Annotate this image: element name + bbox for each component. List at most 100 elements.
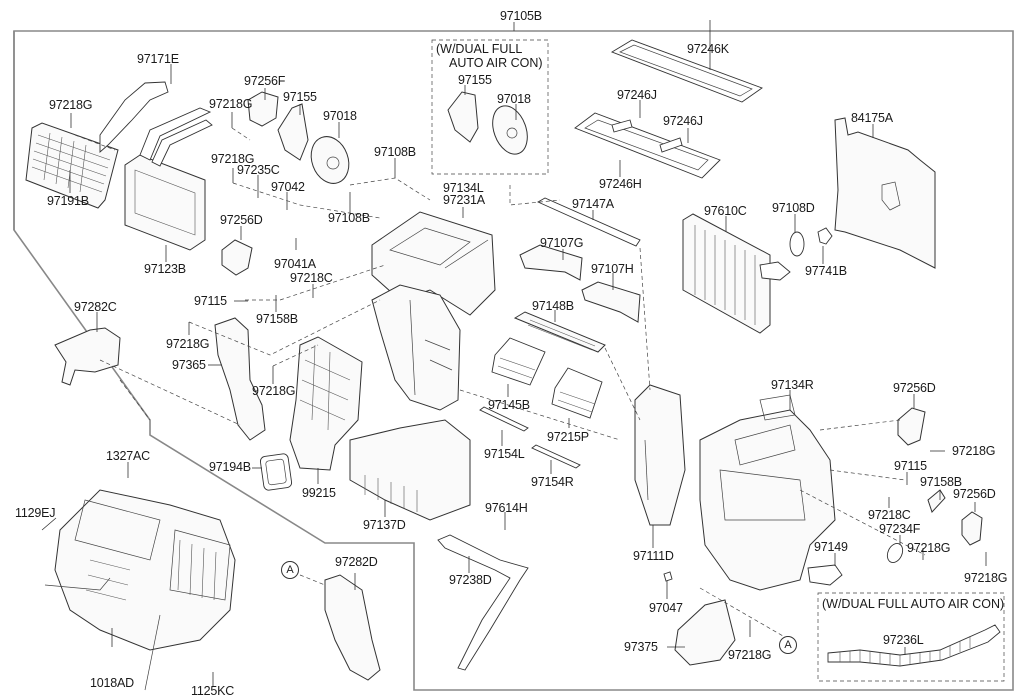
part-label-97115[interactable]: 97115 — [894, 459, 927, 473]
part-label-97246K[interactable]: 97246K — [687, 42, 729, 56]
part-97215P — [551, 367, 603, 419]
part-97147A — [537, 197, 641, 247]
part-97108D — [789, 231, 805, 257]
ref-marker-a-left: A — [281, 561, 299, 579]
part-label-97215P[interactable]: 97215P — [547, 430, 589, 444]
part-label-97610C[interactable]: 97610C — [704, 204, 747, 218]
part-label-97741B[interactable]: 97741B — [805, 264, 847, 278]
part-label-84175A[interactable]: 84175A — [851, 111, 893, 125]
part-label-97042[interactable]: 97042 — [271, 180, 305, 194]
part-label-97218G[interactable]: 97218G — [907, 541, 951, 555]
part-97018 — [310, 136, 350, 184]
part-97741B — [817, 227, 833, 245]
part-label-97123B[interactable]: 97123B — [144, 262, 186, 276]
part-label-97375[interactable]: 97375 — [624, 640, 658, 654]
part-label-97236L[interactable]: 97236L — [883, 633, 924, 647]
part-label-97137D[interactable]: 97137D — [363, 518, 406, 532]
part-label-97108B[interactable]: 97108B — [328, 211, 370, 225]
part-label-97115[interactable]: 97115 — [194, 294, 227, 308]
part-label-99215[interactable]: 99215 — [302, 486, 336, 500]
part-label-97111D[interactable]: 97111D — [633, 549, 674, 563]
part-label-1125KC[interactable]: 1125KC — [191, 684, 235, 698]
part-label-97148B[interactable]: 97148B — [532, 299, 574, 313]
part-label-97218G[interactable]: 97218G — [728, 648, 772, 662]
part-label-97107H[interactable]: 97107H — [591, 262, 634, 276]
part-label-1129EJ[interactable]: 1129EJ — [15, 506, 56, 520]
part-97375 — [674, 599, 736, 666]
part-97107G — [519, 244, 583, 281]
part-label-97134L[interactable]: 97134L — [443, 181, 484, 195]
part-label-97191B[interactable]: 97191B — [47, 194, 89, 208]
part-97111D — [634, 384, 686, 526]
part-97256F — [247, 91, 279, 127]
part-label-97256F[interactable]: 97256F — [244, 74, 286, 88]
part-label-97218C[interactable]: 97218C — [868, 508, 911, 522]
part-97149 — [807, 564, 843, 586]
part-label-97246H[interactable]: 97246H — [599, 177, 642, 191]
part-label-97107G[interactable]: 97107G — [540, 236, 584, 250]
part-97154L — [479, 406, 529, 432]
part-label-97614H[interactable]: 97614H — [485, 501, 528, 515]
part-97107H — [581, 281, 641, 323]
part-label-97282C[interactable]: 97282C — [74, 300, 117, 314]
part-label-97149[interactable]: 97149 — [814, 540, 848, 554]
part-label-97256D[interactable]: 97256D — [953, 487, 996, 501]
part-label-97018-dual[interactable]: 97018 — [497, 92, 531, 106]
part-label-97134R[interactable]: 97134R — [771, 378, 814, 392]
part-label-97158B[interactable]: 97158B — [256, 312, 298, 326]
part-97234F — [886, 543, 904, 563]
part-label-1018AD[interactable]: 1018AD — [90, 676, 134, 690]
part-label-97218G[interactable]: 97218G — [952, 444, 996, 458]
part-97191B — [25, 122, 119, 209]
part-label-97047[interactable]: 97047 — [649, 601, 683, 615]
part-97154R — [531, 444, 581, 469]
part-label-97218G[interactable]: 97218G — [211, 152, 255, 166]
part-label-97234F[interactable]: 97234F — [879, 522, 921, 536]
part-label-97154L[interactable]: 97154L — [484, 447, 525, 461]
part-label-97218G[interactable]: 97218G — [166, 337, 210, 351]
part-label-97108D[interactable]: 97108D — [772, 201, 815, 215]
part-97047 — [663, 571, 673, 582]
part-label-97108B[interactable]: 97108B — [374, 145, 416, 159]
part-label-97246J[interactable]: 97246J — [617, 88, 657, 102]
part-label-97018[interactable]: 97018 — [323, 109, 357, 123]
part-label-97041A[interactable]: 97041A — [274, 257, 316, 271]
part-label-97158B[interactable]: 97158B — [920, 475, 962, 489]
part-label-97365[interactable]: 97365 — [172, 358, 206, 372]
part-label-97256D[interactable]: 97256D — [220, 213, 263, 227]
part-label-97218C[interactable]: 97218C — [290, 271, 333, 285]
part-label-97171E[interactable]: 97171E — [137, 52, 179, 66]
part-hvac-assembly — [44, 489, 236, 691]
leader-lines — [41, 20, 987, 686]
part-label-97235C[interactable]: 97235C — [237, 163, 280, 177]
part-label-97218G[interactable]: 97218G — [49, 98, 93, 112]
part-label-97105B[interactable]: 97105B — [500, 9, 542, 23]
part-label-97154R[interactable]: 97154R — [531, 475, 574, 489]
part-label-97155[interactable]: 97155 — [283, 90, 317, 104]
dual-auto-note-line2: AUTO AIR CON) — [449, 56, 543, 70]
part-label-97231A[interactable]: 97231A — [443, 193, 485, 207]
part-label-97194B[interactable]: 97194B — [209, 460, 251, 474]
part-label-97282D[interactable]: 97282D — [335, 555, 378, 569]
part-97256D-right-b — [961, 511, 983, 546]
part-label-97218G[interactable]: 97218G — [252, 384, 296, 398]
dual-auto-note-line1: (W/DUAL FULL — [436, 42, 523, 56]
diagram-frame — [13, 30, 1014, 691]
part-97610C — [682, 213, 791, 334]
part-label-1327AC[interactable]: 1327AC — [106, 449, 150, 463]
part-label-97218G[interactable]: 97218G — [964, 571, 1008, 585]
part-label-97147A[interactable]: 97147A — [572, 197, 614, 211]
part-97282C — [54, 327, 121, 386]
part-label-97238D[interactable]: 97238D — [449, 573, 492, 587]
assembly-lines — [74, 127, 926, 641]
part-label-97218G[interactable]: 97218G — [209, 97, 253, 111]
part-label-97145B[interactable]: 97145B — [488, 398, 530, 412]
part-97018-dual — [492, 105, 528, 155]
part-97171E — [99, 81, 169, 153]
part-label-97256D[interactable]: 97256D — [893, 381, 936, 395]
part-97155 — [277, 103, 309, 161]
part-label-97246J[interactable]: 97246J — [663, 114, 703, 128]
part-97145B — [491, 337, 546, 386]
part-label-97155-dual[interactable]: 97155 — [458, 73, 492, 87]
